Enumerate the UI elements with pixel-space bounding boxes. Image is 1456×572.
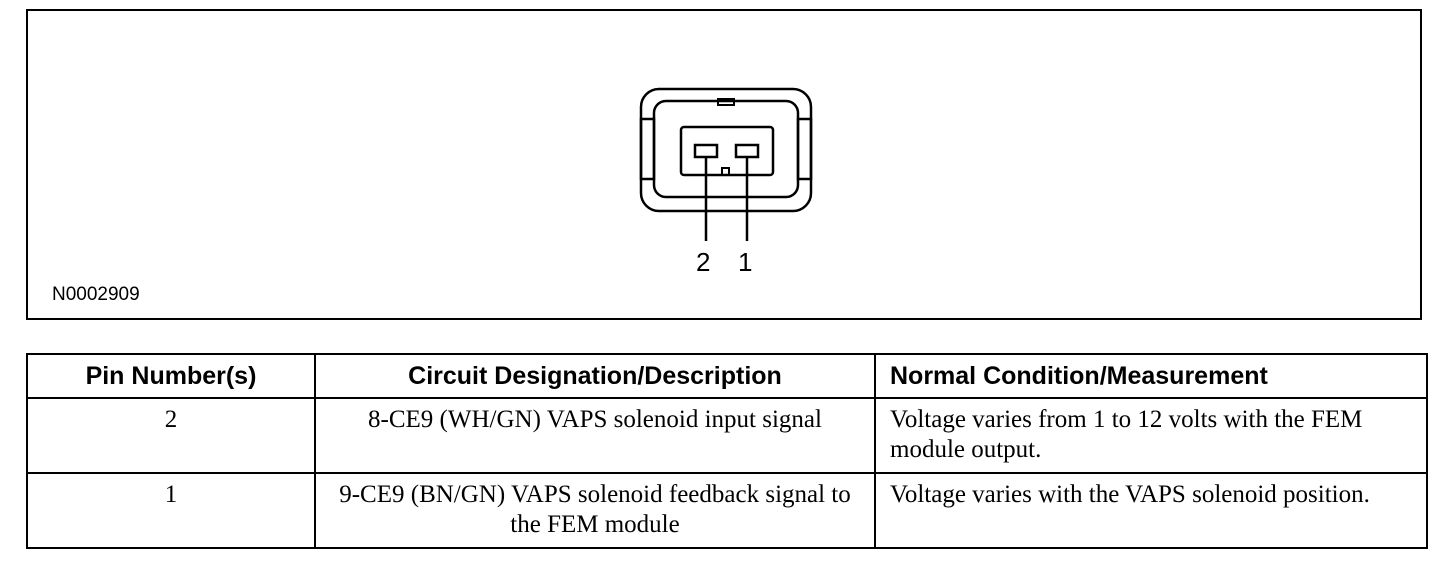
connector-housing-inner — [652, 99, 800, 199]
header-condition: Normal Condition/Measurement — [874, 353, 1428, 399]
pin-label-2: 2 — [696, 247, 711, 277]
terminal-pin-2 — [693, 143, 719, 159]
pin-label-1: 1 — [738, 247, 753, 277]
condition-cell: Voltage varies from 1 to 12 volts with t… — [874, 397, 1428, 474]
pin-number-cell: 2 — [26, 397, 316, 474]
circuit-cell: 9-CE9 (BN/GN) VAPS solenoid feedback sig… — [314, 472, 876, 549]
header-circuit: Circuit Designation/Description — [314, 353, 876, 399]
figure-id: N0002909 — [52, 284, 140, 305]
condition-cell: Voltage varies with the VAPS solenoid po… — [874, 472, 1428, 549]
pin-number-cell: 1 — [26, 472, 316, 549]
pin-table: Pin Number(s) Circuit Designation/Descri… — [26, 353, 1428, 549]
connector-figure: 2 1 N0002909 — [26, 9, 1422, 320]
connector-latch-right — [796, 117, 813, 181]
table-row: 1 9-CE9 (BN/GN) VAPS solenoid feedback s… — [26, 472, 1428, 549]
table-row: 2 8-CE9 (WH/GN) VAPS solenoid input sign… — [26, 397, 1428, 474]
connector-key — [717, 98, 735, 106]
connector-notch — [721, 167, 730, 176]
circuit-cell: 8-CE9 (WH/GN) VAPS solenoid input signal — [314, 397, 876, 474]
table-header-row: Pin Number(s) Circuit Designation/Descri… — [26, 353, 1428, 399]
header-pin-number: Pin Number(s) — [26, 353, 316, 399]
terminal-pin-1 — [734, 143, 760, 159]
connector-housing-outer — [639, 87, 813, 213]
connector-latch-left — [639, 117, 656, 181]
connector-diagram — [639, 87, 813, 241]
